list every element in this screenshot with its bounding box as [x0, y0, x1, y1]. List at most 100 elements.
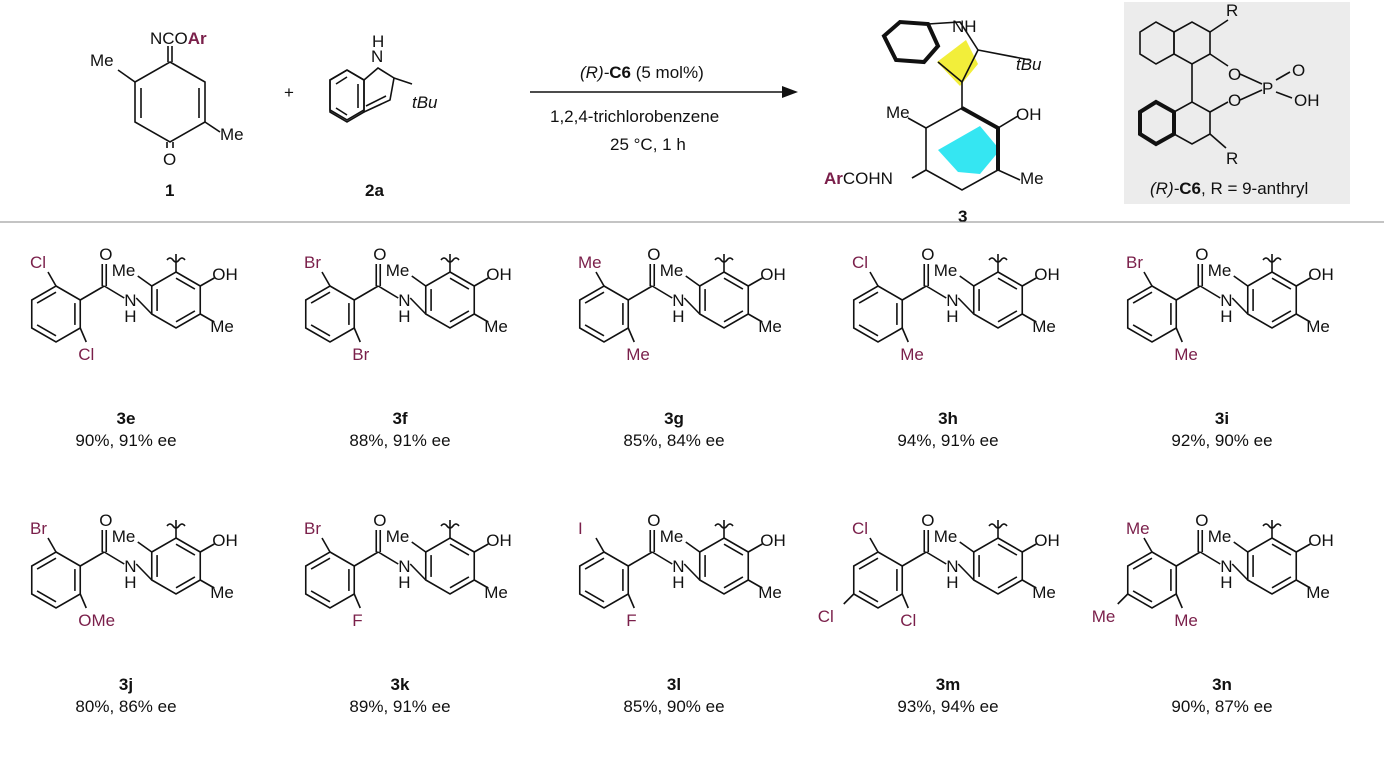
amide-n-label: N [124, 557, 136, 576]
product-label: 3e [117, 409, 136, 428]
oh-label: OH [1034, 265, 1060, 284]
o-label: O [1228, 65, 1241, 84]
compound-label: 3 [958, 207, 967, 226]
me-label: Me [660, 261, 684, 280]
oh-label: OH [760, 265, 786, 284]
para-substituent: Cl [818, 607, 834, 626]
oh-label: OH [1308, 531, 1334, 550]
yield-ee-label: 85%, 90% ee [623, 697, 724, 716]
yield-ee-label: 93%, 94% ee [897, 697, 998, 716]
oh-label: OH [1294, 91, 1320, 110]
carbonyl-oxygen-label: O [921, 245, 934, 264]
me-label: Me [934, 261, 958, 280]
oh-label: OH [486, 531, 512, 550]
arcohn-label: ArCOHN [824, 169, 893, 188]
product-label: 3g [664, 409, 684, 428]
me-label: Me [1208, 527, 1232, 546]
oh-label: OH [1016, 105, 1042, 124]
amide-h-label: H [1220, 573, 1232, 592]
ortho-substituent-bottom: OMe [78, 611, 115, 630]
compound-3: NH tBu Me OH Me ArCOHN 3 [824, 17, 1044, 226]
p-label: P [1262, 79, 1273, 98]
me-label: Me [220, 125, 244, 144]
ortho-substituent-top: Me [578, 253, 602, 272]
amide-h-label: H [946, 307, 958, 326]
amide-n-label: N [672, 291, 684, 310]
reaction-arrow: (R)-C6 (5 mol%) 1,2,4-trichlorobenzene 2… [530, 63, 798, 154]
yield-ee-label: 85%, 84% ee [623, 431, 724, 450]
me-label: Me [1306, 317, 1330, 336]
ortho-substituent-top: Cl [852, 519, 868, 538]
me-label: Me [112, 261, 136, 280]
amide-n-label: N [672, 557, 684, 576]
product-label: 3f [392, 409, 407, 428]
amide-h-label: H [124, 573, 136, 592]
ortho-substituent-bottom: Cl [78, 345, 94, 364]
plus-sign: + [284, 83, 294, 102]
product-label: 3k [391, 675, 410, 694]
product-label: 3h [938, 409, 958, 428]
r-label: R [1226, 149, 1238, 168]
me-label: Me [660, 527, 684, 546]
ortho-substituent-top: Br [304, 519, 321, 538]
oh-label: OH [1034, 531, 1060, 550]
carbonyl-oxygen-label: O [921, 511, 934, 530]
yield-ee-label: 88%, 91% ee [349, 431, 450, 450]
catalyst-caption: (R)-C6, R = 9-anthryl [1150, 179, 1308, 198]
carbonyl-oxygen-label: O [1195, 245, 1208, 264]
amide-h-label: H [124, 307, 136, 326]
carbonyl-oxygen-label: O [373, 245, 386, 264]
me-label: Me [1032, 317, 1056, 336]
ortho-substituent-bottom: Cl [900, 611, 916, 630]
me-label: Me [210, 317, 234, 336]
nco-label: NCOAr [150, 29, 207, 48]
amide-n-label: N [398, 557, 410, 576]
amide-h-label: H [672, 307, 684, 326]
catalyst-box: R O O P O OH R (R)-C6, R = 9-anthryl [1124, 1, 1350, 204]
ortho-substituent-bottom: Br [352, 345, 369, 364]
ortho-substituent-bottom: F [626, 611, 636, 630]
me-label: Me [1208, 261, 1232, 280]
ortho-substituent-bottom: Me [900, 345, 924, 364]
nh-label: NH [952, 17, 977, 36]
me-label: Me [934, 527, 958, 546]
amide-h-label: H [1220, 307, 1232, 326]
carbonyl-oxygen-label: O [373, 511, 386, 530]
me-label: Me [758, 583, 782, 602]
amide-n-label: N [1220, 557, 1232, 576]
solvent-label: 1,2,4-trichlorobenzene [550, 107, 719, 126]
n-label: N [371, 47, 383, 66]
para-substituent: Me [1092, 607, 1116, 626]
yield-ee-label: 90%, 91% ee [75, 431, 176, 450]
amide-n-label: N [946, 557, 958, 576]
ortho-substituent-bottom: Me [626, 345, 650, 364]
amide-h-label: H [398, 573, 410, 592]
me-label: Me [386, 527, 410, 546]
ortho-substituent-top: Cl [30, 253, 46, 272]
compound-1: NCOAr Me Me O 1 [90, 29, 244, 200]
ortho-substituent-top: Br [1126, 253, 1143, 272]
ortho-substituent-top: Br [30, 519, 47, 538]
oh-label: OH [212, 265, 238, 284]
ortho-substituent-bottom: Me [1174, 611, 1198, 630]
amide-n-label: N [946, 291, 958, 310]
amide-h-label: H [398, 307, 410, 326]
oh-label: OH [486, 265, 512, 284]
amide-h-label: H [672, 573, 684, 592]
product-label: 3l [667, 675, 681, 694]
me-label: Me [886, 103, 910, 122]
me-label: Me [386, 261, 410, 280]
compound-label: 1 [165, 181, 174, 200]
carbonyl-oxygen-label: O [647, 245, 660, 264]
oh-label: OH [760, 531, 786, 550]
ortho-substituent-top: Cl [852, 253, 868, 272]
yield-ee-label: 92%, 90% ee [1171, 431, 1272, 450]
catalyst-condition: (R)-C6 (5 mol%) [580, 63, 704, 82]
